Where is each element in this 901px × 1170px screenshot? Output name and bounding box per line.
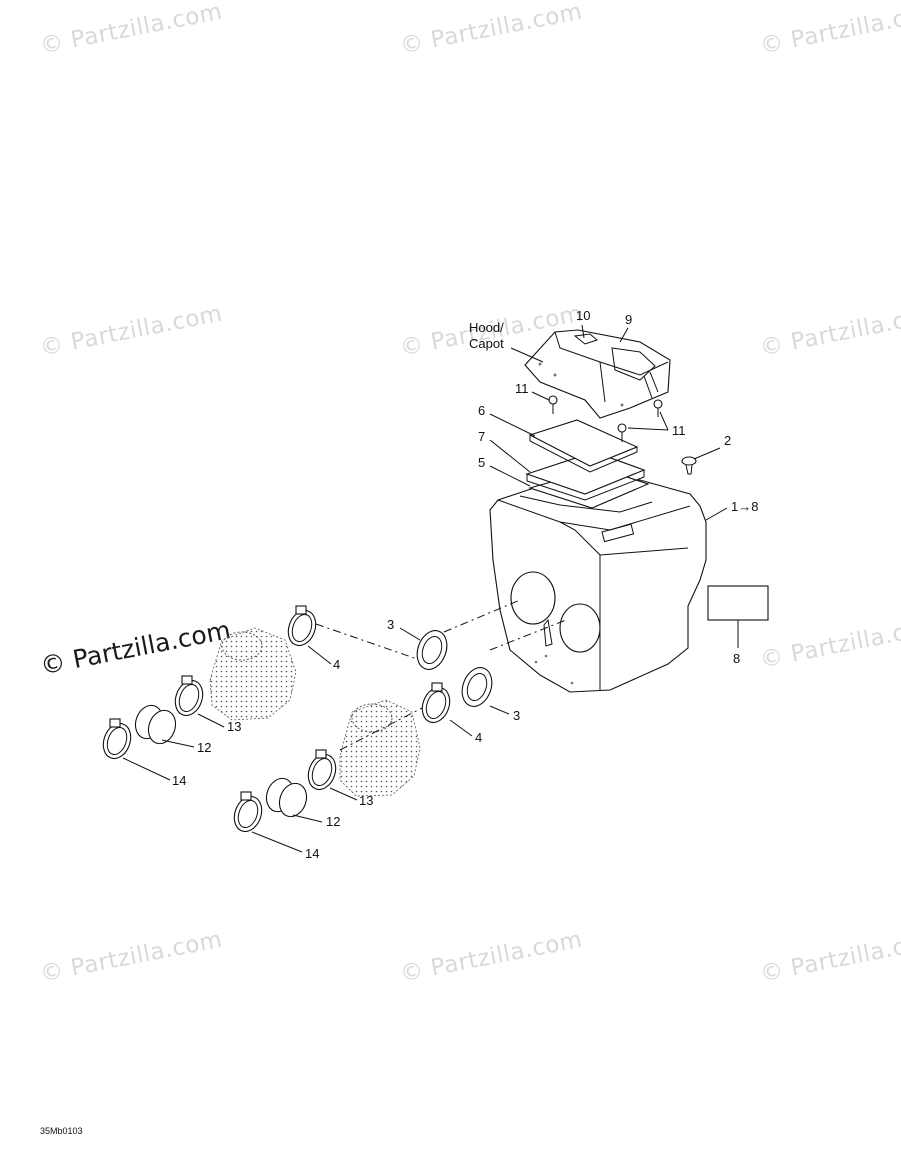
clamp <box>287 605 317 647</box>
carburetor-lower <box>339 699 421 797</box>
clamp <box>421 682 451 724</box>
centerline <box>315 623 421 661</box>
centerline <box>489 619 567 651</box>
adaptor-ring <box>416 630 448 670</box>
air-silencer-housing <box>489 479 707 693</box>
centerline <box>443 599 521 633</box>
callout-6: 6 <box>478 403 486 418</box>
centerline <box>339 705 427 751</box>
callout-8: 8 <box>733 651 741 666</box>
carburetor-sleeve <box>265 777 308 818</box>
callout-3: 3 <box>513 708 521 723</box>
clamp <box>102 718 132 760</box>
diagram-code: 35Mb0103 <box>40 1126 83 1136</box>
capot-label: Capot <box>469 336 504 351</box>
callout-1-8: 1→8 <box>731 499 759 514</box>
callout-10: 10 <box>576 308 591 323</box>
callout-12: 12 <box>326 814 341 829</box>
callout-11: 11 <box>672 423 686 438</box>
push-clip <box>681 456 697 475</box>
screw-11 <box>548 395 663 442</box>
callout-11: 11 <box>515 381 529 396</box>
callout-2: 2 <box>724 433 732 448</box>
carburetor-sleeve <box>134 704 177 745</box>
hood-cover <box>524 329 671 419</box>
callout-14: 14 <box>305 846 320 861</box>
callout-14: 14 <box>172 773 187 788</box>
callout-13: 13 <box>227 719 242 734</box>
clamp <box>233 791 263 833</box>
callout-9: 9 <box>625 312 633 327</box>
carburetor-upper <box>209 627 297 721</box>
callout-4: 4 <box>333 657 341 672</box>
filter-element <box>528 419 639 473</box>
callout-4: 4 <box>475 730 483 745</box>
clamp <box>174 675 204 717</box>
decal-label <box>707 585 769 621</box>
callout-5: 5 <box>478 455 486 470</box>
filter-foam <box>525 451 646 501</box>
callout-13: 13 <box>359 793 374 808</box>
callout-12: 12 <box>197 740 212 755</box>
clamp <box>307 749 337 791</box>
adaptor-ring <box>461 667 493 707</box>
hood-label: Hood/ <box>469 320 504 335</box>
callout-3: 3 <box>387 617 395 632</box>
leader-lines <box>122 324 739 853</box>
callout-7: 7 <box>478 429 486 444</box>
